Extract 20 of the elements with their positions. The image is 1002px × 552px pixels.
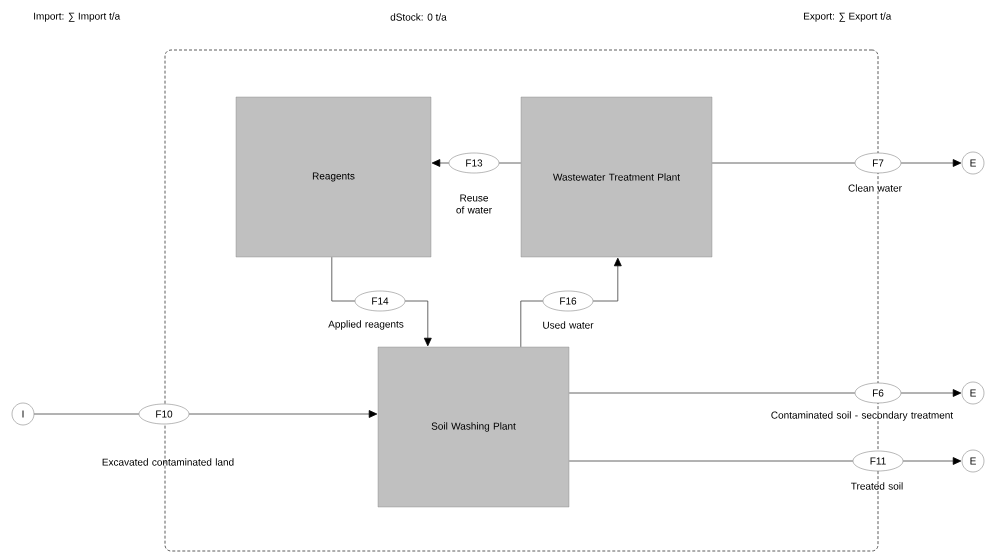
balance-label: Import: ∑ Import t/a [34, 12, 121, 22]
flow-label: Clean water [848, 184, 902, 192]
flow-arrow [900, 389, 962, 397]
flow-arrow [188, 410, 378, 418]
flow-label: Excavated contaminated land [102, 458, 234, 466]
flow-arrow [900, 159, 962, 167]
process-box: Soil Washing Plant [377, 346, 570, 508]
flow-arrow [404, 300, 432, 347]
flow-label: Used water [543, 321, 594, 329]
balance-label: Export: ∑ Export t/a [804, 12, 892, 22]
process-box: Reagents [235, 96, 432, 258]
flow-arrow [902, 457, 962, 465]
flow-arrow [431, 159, 450, 167]
process-box: Wastewater Treatment Plant [520, 96, 713, 258]
flow-label: Treated soil [851, 482, 903, 490]
flow-arrow [592, 257, 622, 302]
flow-label: Contaminated soil - secondary treatment [771, 411, 954, 421]
flow-label: Applied reagents [328, 320, 404, 330]
flow-label: Reuse of water [456, 194, 492, 214]
balance-label: dStock: 0 t/a [390, 13, 447, 21]
